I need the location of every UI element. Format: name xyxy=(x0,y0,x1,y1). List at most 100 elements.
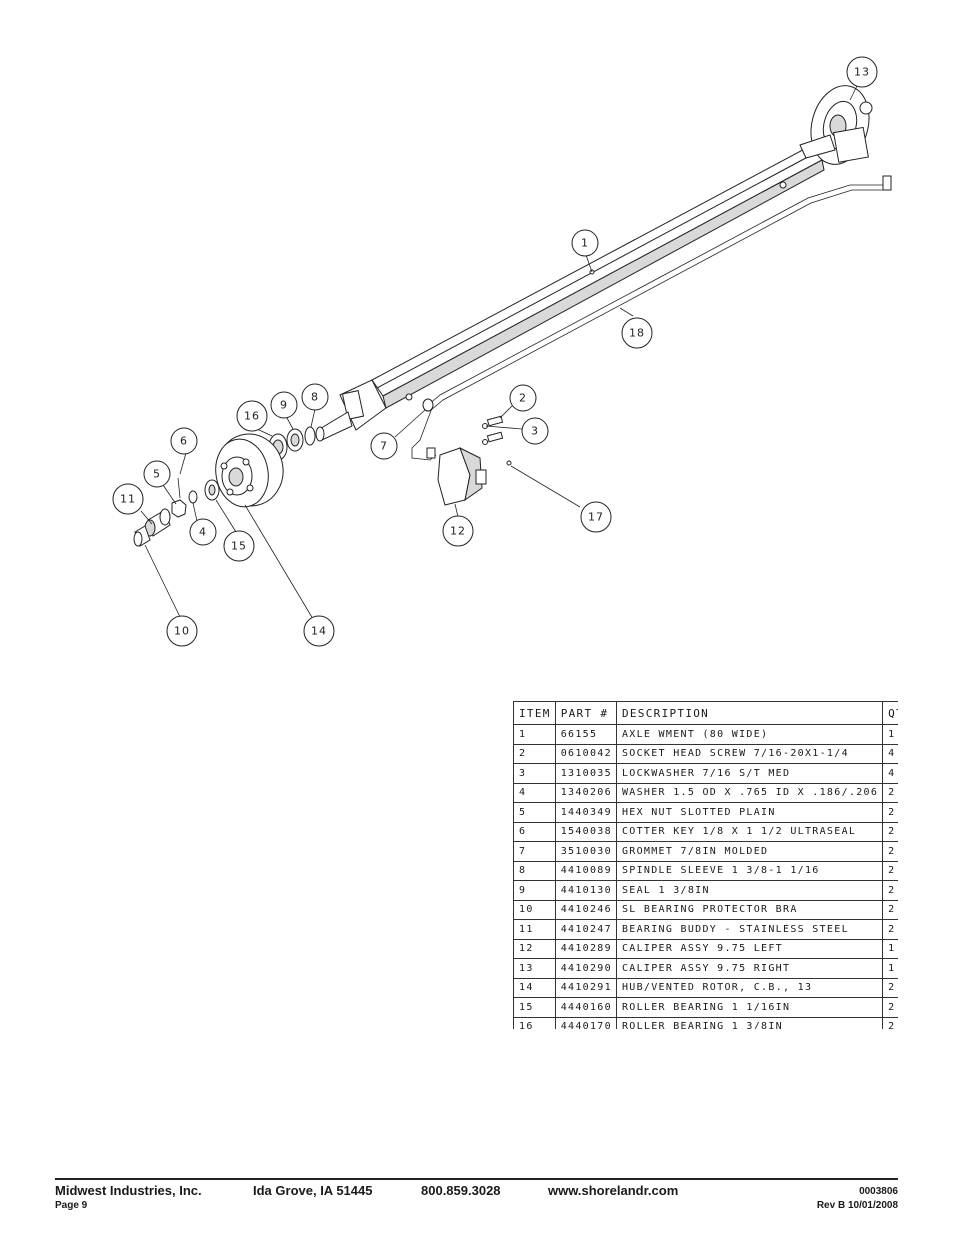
cell-part: 4410247 xyxy=(554,919,617,940)
cell-part: 4410289 xyxy=(554,938,617,959)
cell-qty: 2 xyxy=(882,802,898,823)
callout-18: 18 xyxy=(621,317,653,349)
cell-item: 1 xyxy=(513,724,556,745)
footer-doc-number: 0003806 xyxy=(859,1186,898,1197)
grommet xyxy=(422,398,434,412)
bearing-protector xyxy=(133,525,151,547)
page-footer: Midwest Industries, Inc. Ida Grove, IA 5… xyxy=(55,1178,898,1211)
cell-item: 2 xyxy=(513,743,556,764)
cell-description: SL BEARING PROTECTOR BRA xyxy=(615,899,884,920)
callout-11: 11 xyxy=(112,483,144,515)
callout-3: 3 xyxy=(521,417,549,445)
cell-description: WASHER 1.5 OD X .765 ID X .186/.206 xyxy=(615,782,884,803)
footer-location: Ida Grove, IA 51445 xyxy=(253,1183,373,1198)
callout-5: 5 xyxy=(143,460,171,488)
header-item: ITEM xyxy=(513,701,556,725)
cell-item: 14 xyxy=(513,977,556,998)
cell-qty: 2 xyxy=(882,1016,898,1029)
cell-qty: 4 xyxy=(882,763,898,784)
svg-text:2: 2 xyxy=(519,392,527,405)
cell-qty: 4 xyxy=(882,743,898,764)
cell-qty: 2 xyxy=(882,899,898,920)
callout-12: 12 xyxy=(442,515,474,547)
header-description: DESCRIPTION xyxy=(615,701,884,725)
callout-4: 4 xyxy=(189,518,217,546)
header-part: PART # xyxy=(554,701,617,725)
callout-15: 15 xyxy=(223,530,255,562)
cell-qty: 2 xyxy=(882,977,898,998)
cell-qty: 2 xyxy=(882,919,898,940)
footer-revision: Rev B 10/01/2008 xyxy=(816,1200,898,1211)
cell-part: 4410130 xyxy=(554,880,617,901)
cell-description: COTTER KEY 1/8 X 1 1/2 ULTRASEAL xyxy=(615,821,884,842)
cell-item: 3 xyxy=(513,763,556,784)
caliper-screws xyxy=(482,415,504,445)
cell-item: 12 xyxy=(513,938,556,959)
cell-part: 4410291 xyxy=(554,977,617,998)
cell-description: LOCKWASHER 7/16 S/T MED xyxy=(615,763,884,784)
cell-description: CALIPER ASSY 9.75 RIGHT xyxy=(615,958,884,979)
brake-line xyxy=(411,175,892,461)
washer xyxy=(188,490,198,504)
table-header-row: ITEM PART # DESCRIPTION QTY xyxy=(513,701,898,725)
footer-phone: 800.859.3028 xyxy=(421,1183,501,1198)
svg-text:8: 8 xyxy=(311,391,319,404)
cell-part: 1540038 xyxy=(554,821,617,842)
cell-qty: 2 xyxy=(882,997,898,1018)
cell-description: SEAL 1 3/8IN xyxy=(615,880,884,901)
callout-8: 8 xyxy=(301,383,329,411)
cell-item: 16 xyxy=(513,1016,556,1029)
callout-10: 10 xyxy=(166,615,198,647)
cell-qty: 1 xyxy=(882,724,898,745)
svg-text:15: 15 xyxy=(231,540,247,553)
hub-rotor xyxy=(215,433,284,508)
cell-qty: 2 xyxy=(882,880,898,901)
cell-qty: 2 xyxy=(882,821,898,842)
header-qty: QTY xyxy=(882,701,898,725)
svg-text:9: 9 xyxy=(280,399,288,412)
svg-text:3: 3 xyxy=(531,425,539,438)
cell-part: 66155 xyxy=(554,724,617,745)
footer-page-number: Page 9 xyxy=(55,1200,88,1211)
svg-text:18: 18 xyxy=(629,327,645,340)
callout-14: 14 xyxy=(303,615,335,647)
cell-item: 7 xyxy=(513,841,556,862)
cell-part: 4410290 xyxy=(554,958,617,979)
slotted-nut xyxy=(171,499,187,518)
cell-part: 1440349 xyxy=(554,802,617,823)
cell-description: HEX NUT SLOTTED PLAIN xyxy=(615,802,884,823)
svg-text:12: 12 xyxy=(450,525,466,538)
callout-6: 6 xyxy=(170,427,198,455)
cell-description: AXLE WMENT (80 WIDE) xyxy=(615,724,884,745)
callout-13: 13 xyxy=(846,56,878,88)
left-spindle-flange xyxy=(315,379,387,442)
cell-part: 3510030 xyxy=(554,841,617,862)
cell-item: 4 xyxy=(513,782,556,803)
footer-website: www.shorelandr.com xyxy=(548,1183,679,1198)
left-caliper xyxy=(437,446,487,506)
cell-description: SOCKET HEAD SCREW 7/16-20X1-1/4 xyxy=(615,743,884,764)
svg-text:13: 13 xyxy=(854,66,870,79)
cell-item: 15 xyxy=(513,997,556,1018)
svg-text:16: 16 xyxy=(244,410,260,423)
right-hub-assembly xyxy=(799,85,873,165)
cell-qty: 2 xyxy=(882,841,898,862)
axle-exploded-diagram: 1 2 3 4 5 6 7 8 9 10 11 12 13 14 15 16 1… xyxy=(112,56,892,647)
cell-item: 8 xyxy=(513,860,556,881)
cell-item: 10 xyxy=(513,899,556,920)
cell-description: ROLLER BEARING 1 1/16IN xyxy=(615,997,884,1018)
svg-text:4: 4 xyxy=(199,526,207,539)
cell-part: 4440170 xyxy=(554,1016,617,1029)
